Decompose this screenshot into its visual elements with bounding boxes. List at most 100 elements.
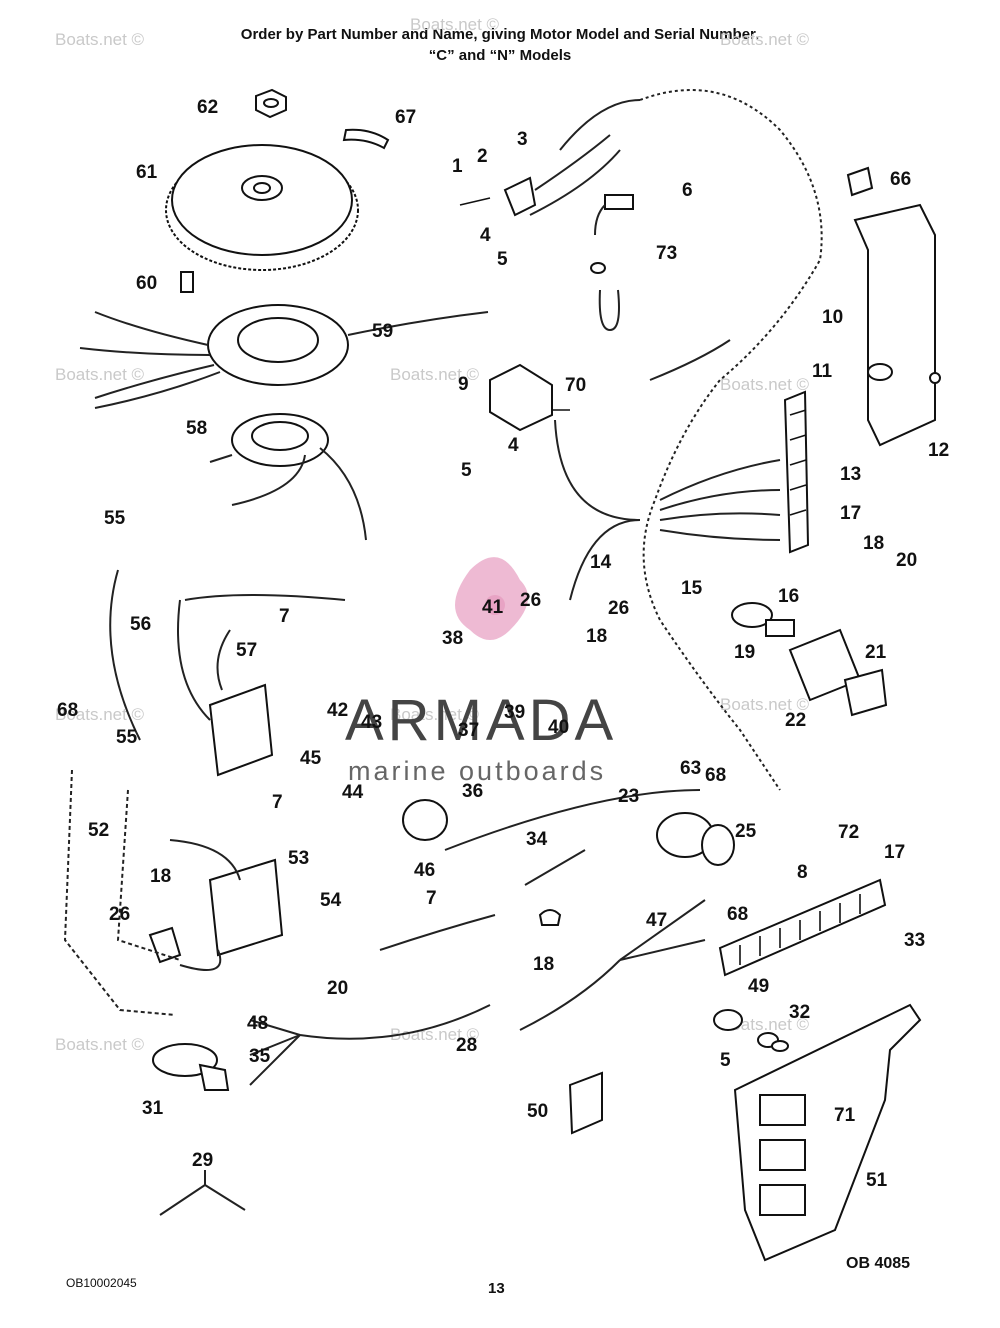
part-label: 45 xyxy=(300,748,322,769)
part-label: 70 xyxy=(565,375,586,396)
part-label: 2 xyxy=(477,146,488,167)
part-label: 47 xyxy=(646,910,667,931)
part-label: 54 xyxy=(320,890,342,911)
watermark-text: Boats.net © xyxy=(55,1035,145,1054)
wiring-harness xyxy=(639,89,823,791)
jumper-harness xyxy=(159,1170,246,1216)
part-label: 66 xyxy=(890,169,911,190)
part-label: 15 xyxy=(681,578,703,599)
part-label: 10 xyxy=(822,307,843,328)
part-label: 35 xyxy=(249,1046,271,1067)
part-label: 43 xyxy=(361,712,382,733)
part-label: 11 xyxy=(812,361,833,382)
part-label: 31 xyxy=(142,1098,164,1119)
part-label: 33 xyxy=(904,930,925,951)
terminal-block xyxy=(783,390,810,554)
power-pack xyxy=(177,594,346,777)
part-label: 67 xyxy=(395,107,416,128)
part-label: 46 xyxy=(414,860,435,881)
part-label: 37 xyxy=(458,720,479,741)
part-label: 3 xyxy=(517,129,528,150)
watermark-text: Boats.net © xyxy=(410,15,500,34)
spark-plug-boot xyxy=(148,926,182,964)
armada-logo: ARMADA marine outboards xyxy=(345,557,617,786)
decal-card xyxy=(568,1071,603,1135)
part-label: 72 xyxy=(838,822,859,843)
stator xyxy=(79,304,489,409)
screw xyxy=(180,271,194,293)
part-label: 5 xyxy=(497,249,508,270)
watermark-text: Boats.net © xyxy=(55,365,145,384)
terminal-strip xyxy=(718,878,887,977)
flywheel-nut xyxy=(255,88,287,119)
watermark-text: Boats.net © xyxy=(390,1025,480,1044)
part-label: 58 xyxy=(186,418,207,439)
rectifier xyxy=(489,363,570,432)
flywheel xyxy=(165,144,359,271)
starter-solenoid xyxy=(656,812,735,866)
part-label: 5 xyxy=(720,1050,731,1071)
part-label: 68 xyxy=(727,904,748,925)
part-label: 18 xyxy=(586,626,607,647)
part-label: 57 xyxy=(236,640,257,661)
part-label: 9 xyxy=(458,374,469,395)
part-label: 26 xyxy=(520,590,541,611)
part-label: 56 xyxy=(130,614,151,635)
lead-wire xyxy=(109,569,141,741)
part-label: 26 xyxy=(608,598,629,619)
part-label: 4 xyxy=(508,435,519,456)
watermark-text: Boats.net © xyxy=(55,30,145,49)
part-label: 50 xyxy=(527,1101,548,1122)
condenser xyxy=(402,789,701,851)
ignition-coil xyxy=(169,839,284,971)
part-label: 25 xyxy=(735,821,757,842)
part-label: 17 xyxy=(840,503,861,524)
part-label: 38 xyxy=(442,628,463,649)
part-label: 18 xyxy=(150,866,171,887)
header-line-1: Order by Part Number and Name, giving Mo… xyxy=(240,26,760,43)
part-label: 17 xyxy=(884,842,905,863)
part-label: 71 xyxy=(834,1105,856,1126)
part-label: 26 xyxy=(109,904,130,925)
armada-brand-text: ARMADA xyxy=(345,688,617,753)
part-label: 19 xyxy=(734,642,755,663)
part-label: 34 xyxy=(526,829,548,850)
part-label: 7 xyxy=(426,888,437,909)
part-label: 22 xyxy=(785,710,806,731)
watermark-text: Boats.net © xyxy=(720,30,810,49)
part-label: 63 xyxy=(680,758,701,779)
part-label: 40 xyxy=(548,717,569,738)
footer-figure-code: OB 4085 xyxy=(846,1255,911,1272)
part-label: 8 xyxy=(797,862,808,883)
part-label: 55 xyxy=(104,508,126,529)
key-switch xyxy=(731,602,795,637)
watermark-text: Boats.net © xyxy=(390,365,480,384)
part-label: 51 xyxy=(866,1170,888,1191)
part-label: 20 xyxy=(896,550,917,571)
armada-subtitle-text: marine outboards xyxy=(348,756,606,786)
part-label: 12 xyxy=(928,440,949,461)
warning-horn xyxy=(152,1043,230,1091)
lead-wires xyxy=(63,769,181,1016)
part-label: 29 xyxy=(192,1150,213,1171)
header-line-2: “C” and “N” Models xyxy=(428,47,572,64)
part-label: 13 xyxy=(840,464,861,485)
part-label: 68 xyxy=(57,700,78,721)
part-label: 60 xyxy=(136,273,157,294)
part-label: 42 xyxy=(327,700,348,721)
part-label: 4 xyxy=(480,225,491,246)
part-label: 6 xyxy=(682,180,693,201)
part-label: 18 xyxy=(863,533,884,554)
part-label: 14 xyxy=(590,552,612,573)
part-label: 49 xyxy=(748,976,769,997)
part-label: 32 xyxy=(789,1002,810,1023)
footer-left-code: OB10002045 xyxy=(66,1276,137,1290)
part-label: 61 xyxy=(136,162,158,183)
part-label: 36 xyxy=(462,781,483,802)
decal xyxy=(342,128,390,150)
watermark-text: Boats.net © xyxy=(720,375,810,394)
clip xyxy=(846,166,874,197)
watermark-group: Boats.net © Boats.net © Boats.net © Boat… xyxy=(55,15,810,1054)
